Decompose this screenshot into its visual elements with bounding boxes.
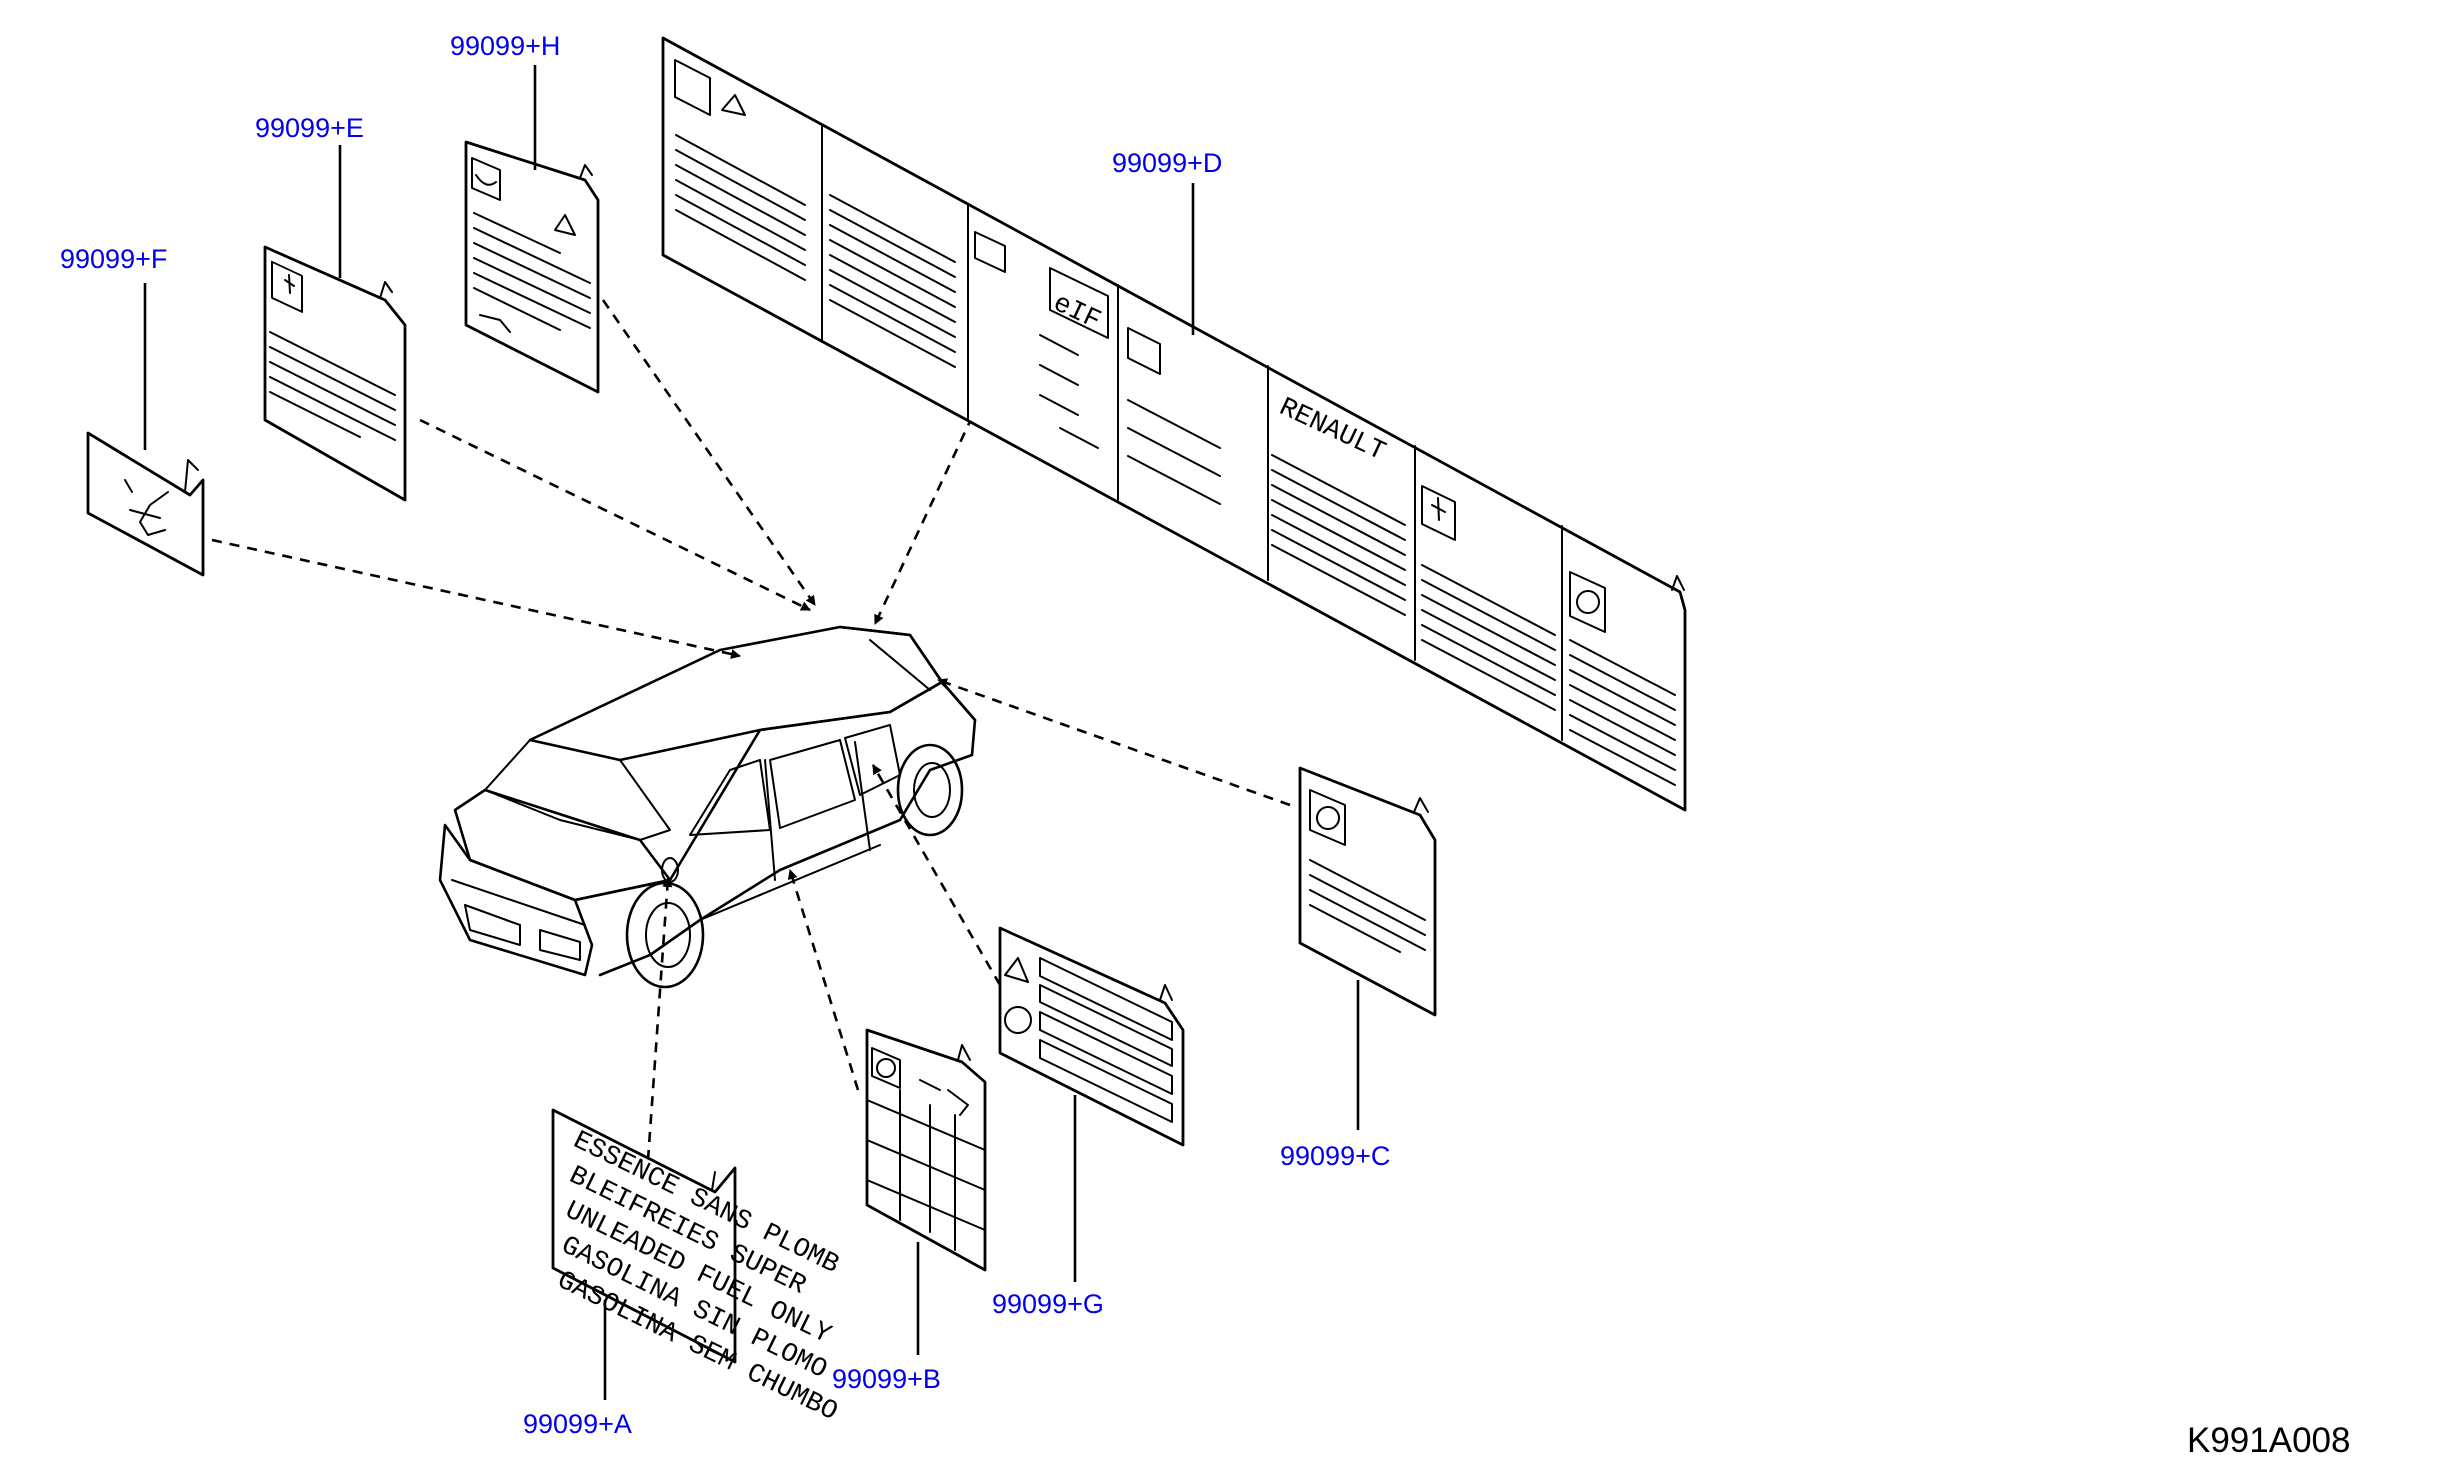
car-illustration [438, 625, 977, 989]
fuel-label-text: ESSENCE SANS PLOMB BLEIFREIES SUPER UNLE… [552, 1126, 843, 1428]
callout-g[interactable]: 99099+G [992, 1289, 1104, 1319]
drawing-code: K991A008 [2187, 1421, 2350, 1460]
attachment-lines [211, 299, 1291, 1161]
label-e [263, 245, 407, 502]
callout-f[interactable]: 99099+F [60, 244, 167, 274]
label-f [86, 431, 205, 577]
label-a: ESSENCE SANS PLOMB BLEIFREIES SUPER UNLE… [551, 1108, 843, 1428]
callouts: 99099+H 99099+E 99099+F 99099+D 99099+C … [60, 31, 1390, 1439]
callout-leaders [143, 65, 1360, 1400]
callout-d[interactable]: 99099+D [1112, 148, 1222, 178]
label-b [865, 1028, 987, 1272]
label-h [464, 140, 600, 394]
label-d: eIF RENAULT [661, 36, 1687, 812]
callout-c[interactable]: 99099+C [1280, 1141, 1390, 1171]
label-c [1298, 766, 1437, 1017]
callout-e[interactable]: 99099+E [255, 113, 364, 143]
callout-h[interactable]: 99099+H [450, 31, 560, 61]
callout-a[interactable]: 99099+A [523, 1409, 632, 1439]
callout-b[interactable]: 99099+B [832, 1364, 941, 1394]
label-g [998, 926, 1185, 1147]
